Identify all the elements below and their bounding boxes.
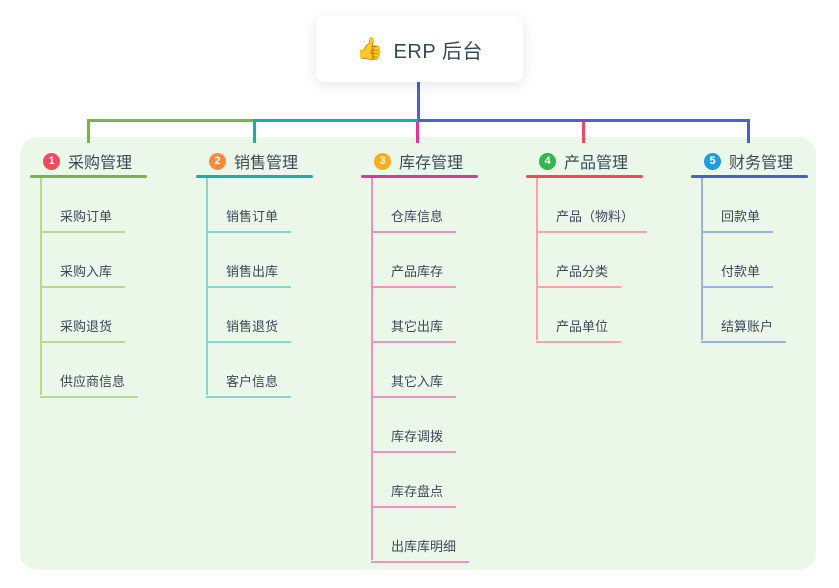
- mindmap-node[interactable]: 产品单位: [526, 288, 676, 343]
- connector-horizontal-purchase: [87, 119, 256, 122]
- branch-child-stem: [206, 178, 208, 395]
- branch-purchase: 1 采购管理 采购订单 采购入库 采购退货 供应商信息: [30, 147, 180, 398]
- mindmap-node[interactable]: 结算账户: [691, 288, 839, 343]
- mindmap-node[interactable]: 仓库信息: [361, 178, 511, 233]
- mindmap-node[interactable]: 其它出库: [361, 288, 511, 343]
- mindmap-node[interactable]: 产品分类: [526, 233, 676, 288]
- mindmap-node[interactable]: 付款单: [691, 233, 839, 288]
- connector-drop-sales: [253, 119, 256, 143]
- branch-child-stem: [701, 178, 703, 340]
- node-label: 客户信息: [206, 371, 292, 398]
- mindmap-node[interactable]: 库存盘点: [361, 453, 511, 508]
- connector-drop-purchase: [87, 119, 90, 143]
- node-label: 付款单: [701, 261, 774, 288]
- node-label: 销售出库: [206, 261, 292, 288]
- node-label: 采购退货: [40, 316, 126, 343]
- branch-title: 财务管理: [729, 155, 794, 172]
- node-label: 采购订单: [40, 206, 126, 233]
- mindmap-node[interactable]: 采购订单: [30, 178, 180, 233]
- mindmap-node[interactable]: 其它入库: [361, 343, 511, 398]
- branch-title: 产品管理: [564, 155, 629, 172]
- mindmap-node[interactable]: 客户信息: [196, 343, 346, 398]
- node-label: 产品分类: [536, 261, 622, 288]
- node-label: 结算账户: [701, 316, 787, 343]
- node-label: 出库库明细: [371, 536, 470, 563]
- node-label: 产品单位: [536, 316, 622, 343]
- mindmap-node[interactable]: 库存调拨: [361, 398, 511, 453]
- branch-child-stem: [40, 178, 42, 395]
- branch-number-badge: 5: [704, 152, 721, 170]
- node-label: 其它出库: [371, 316, 457, 343]
- connector-root-line: [417, 82, 420, 122]
- root-node-erp[interactable]: 👍 ERP 后台: [316, 16, 523, 82]
- branch-inventory: 3 库存管理 仓库信息 产品库存 其它出库 其它入库 库存调拨 库存盘点 出库库…: [361, 147, 511, 563]
- connector-drop-inventory: [416, 122, 419, 143]
- branch-underline: [691, 175, 808, 178]
- mindmap-node[interactable]: 销售退货: [196, 288, 346, 343]
- branch-number-badge: 2: [209, 152, 226, 170]
- mindmap-node[interactable]: 产品（物料）: [526, 178, 676, 233]
- mindmap-background-panel: [20, 137, 816, 570]
- branch-header-finance[interactable]: 5 财务管理: [691, 147, 839, 175]
- branch-header-product[interactable]: 4 产品管理: [526, 147, 676, 175]
- node-label: 仓库信息: [371, 206, 457, 233]
- branch-children: 产品（物料） 产品分类 产品单位: [526, 178, 676, 343]
- branch-underline: [196, 175, 313, 178]
- node-label: 其它入库: [371, 371, 457, 398]
- branch-header-inventory[interactable]: 3 库存管理: [361, 147, 511, 175]
- root-node-label: ERP 后台: [393, 40, 483, 63]
- connector-drop-finance: [747, 119, 750, 143]
- mindmap-node[interactable]: 销售出库: [196, 233, 346, 288]
- branch-underline: [30, 175, 147, 178]
- mindmap-node[interactable]: 产品库存: [361, 233, 511, 288]
- node-label: 采购入库: [40, 261, 126, 288]
- node-label: 库存盘点: [371, 481, 457, 508]
- mindmap-node[interactable]: 供应商信息: [30, 343, 180, 398]
- node-label: 供应商信息: [40, 371, 139, 398]
- branch-finance: 5 财务管理 回款单 付款单 结算账户: [691, 147, 839, 343]
- node-label: 产品库存: [371, 261, 457, 288]
- branch-title: 库存管理: [399, 155, 464, 172]
- node-label: 产品（物料）: [536, 206, 648, 233]
- connector-drop-product: [582, 122, 585, 143]
- branch-child-stem: [536, 178, 538, 340]
- node-label: 回款单: [701, 206, 774, 233]
- mindmap-node[interactable]: 出库库明细: [361, 508, 511, 563]
- node-label: 销售订单: [206, 206, 292, 233]
- branch-header-purchase[interactable]: 1 采购管理: [30, 147, 180, 175]
- branch-children: 回款单 付款单 结算账户: [691, 178, 839, 343]
- thumbs-up-icon: 👍: [356, 36, 384, 61]
- connector-horizontal-sales: [253, 119, 420, 122]
- mindmap-node[interactable]: 采购退货: [30, 288, 180, 343]
- branch-header-sales[interactable]: 2 销售管理: [196, 147, 346, 175]
- branch-number-badge: 1: [43, 152, 60, 170]
- node-label: 库存调拨: [371, 426, 457, 453]
- branch-product: 4 产品管理 产品（物料） 产品分类 产品单位: [526, 147, 676, 343]
- mindmap-node[interactable]: 采购入库: [30, 233, 180, 288]
- connector-horizontal-right: [418, 119, 750, 122]
- branch-sales: 2 销售管理 销售订单 销售出库 销售退货 客户信息: [196, 147, 346, 398]
- branch-title: 采购管理: [68, 155, 133, 172]
- branch-children: 销售订单 销售出库 销售退货 客户信息: [196, 178, 346, 398]
- branch-children: 仓库信息 产品库存 其它出库 其它入库 库存调拨 库存盘点 出库库明细: [361, 178, 511, 563]
- branch-underline: [526, 175, 643, 178]
- branch-child-stem: [371, 178, 373, 560]
- branch-underline: [361, 175, 478, 178]
- branch-number-badge: 3: [374, 152, 391, 170]
- branch-title: 销售管理: [234, 155, 299, 172]
- mindmap-node[interactable]: 回款单: [691, 178, 839, 233]
- mindmap-node[interactable]: 销售订单: [196, 178, 346, 233]
- node-label: 销售退货: [206, 316, 292, 343]
- branch-number-badge: 4: [539, 152, 556, 170]
- branch-children: 采购订单 采购入库 采购退货 供应商信息: [30, 178, 180, 398]
